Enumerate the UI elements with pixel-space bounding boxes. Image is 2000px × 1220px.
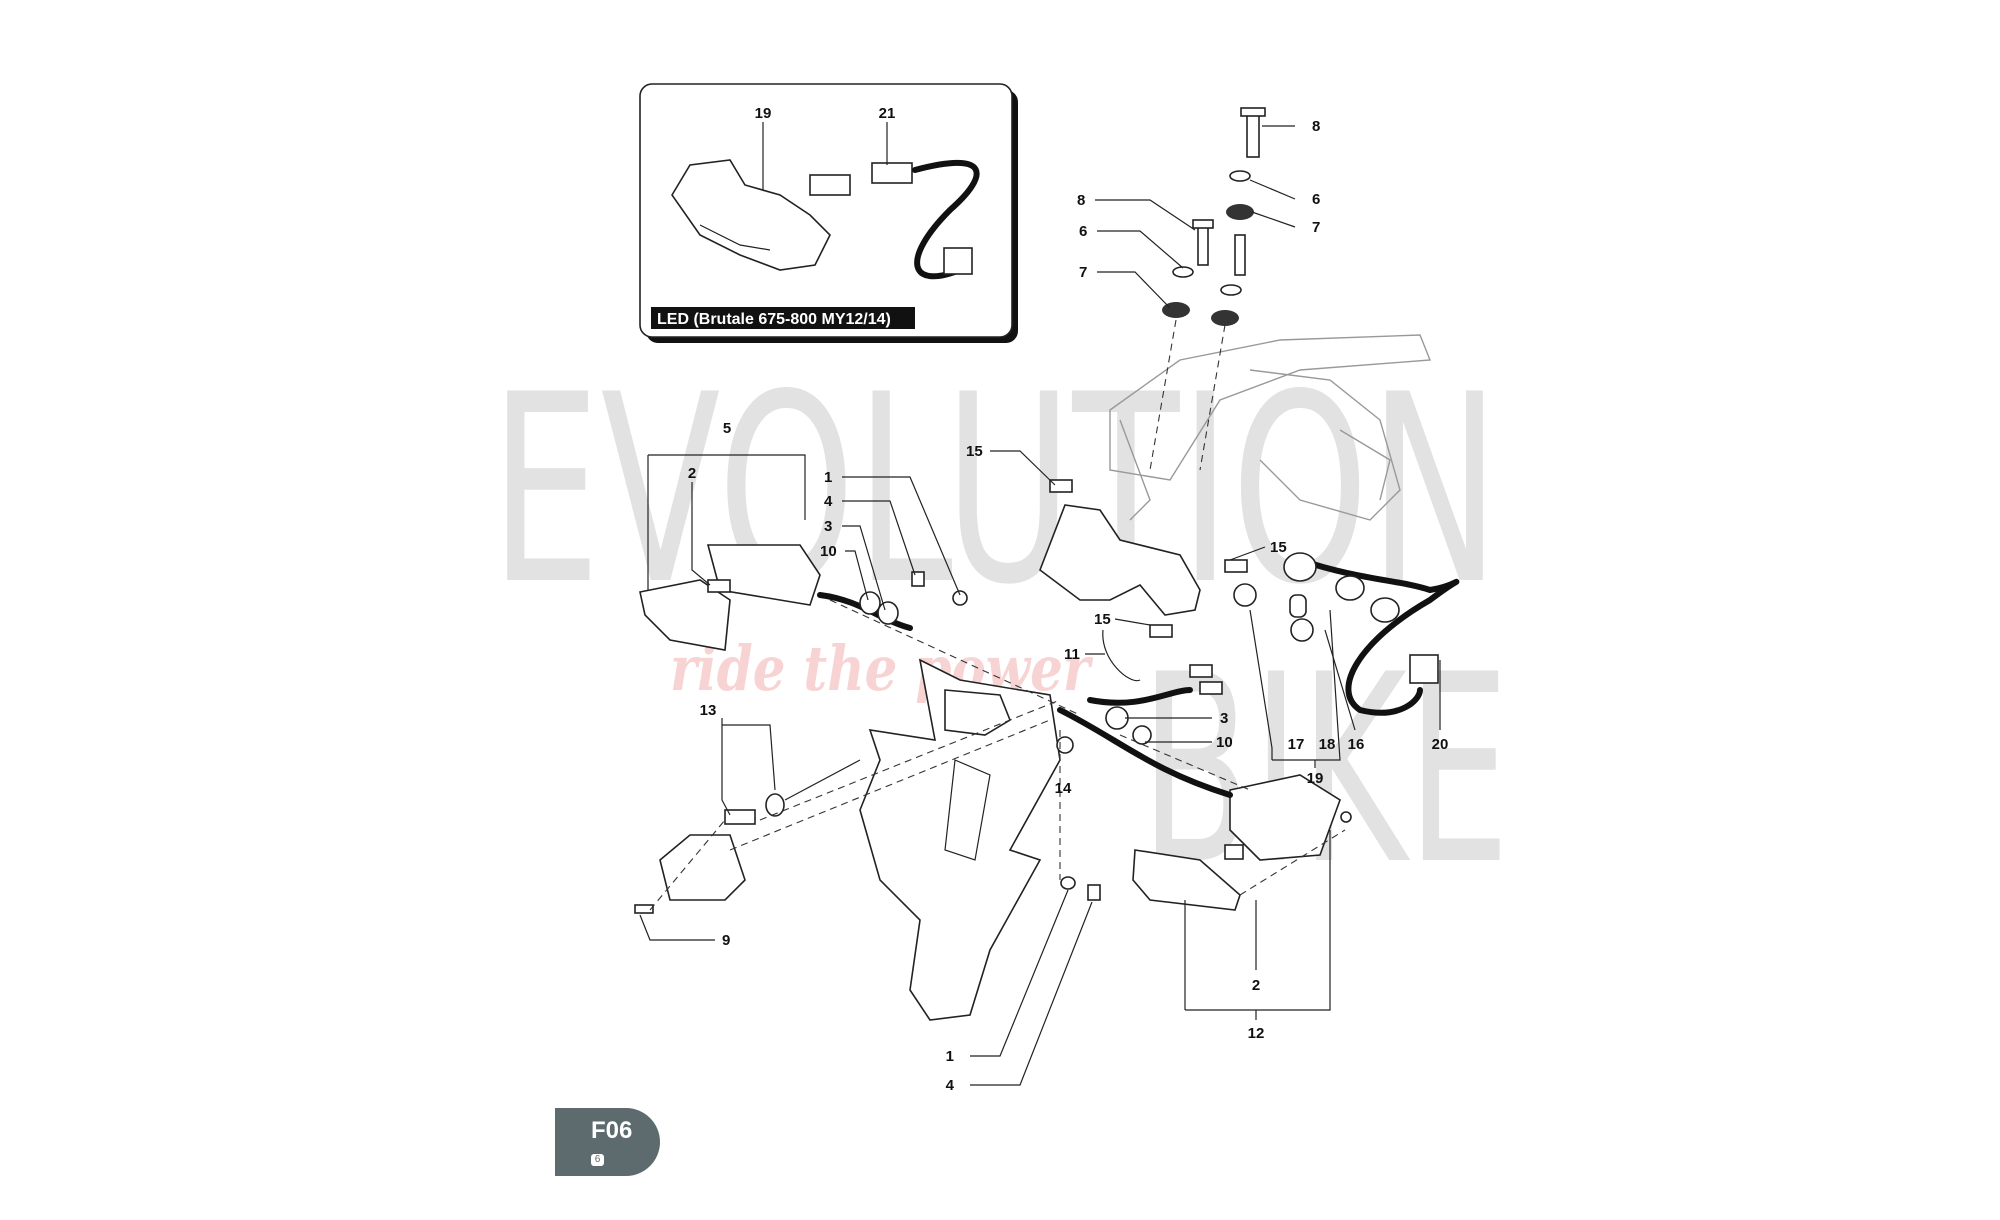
callout: 7 <box>1312 219 1320 236</box>
callout: 4 <box>946 1077 955 1094</box>
callout: 2 <box>688 465 696 482</box>
callout: 12 <box>1248 1025 1265 1042</box>
callout: 20 <box>1432 736 1449 753</box>
callout: 1 <box>824 469 832 486</box>
callout: 10 <box>820 543 837 560</box>
frame-drawing <box>1109 334 1432 521</box>
inset-callout-19: 19 <box>755 105 772 122</box>
callout: 6 <box>1312 191 1320 208</box>
connector-drawing <box>809 174 851 196</box>
callout: 2 <box>1252 977 1260 994</box>
callout: 7 <box>1079 264 1087 281</box>
inset-callout-21: 21 <box>879 105 896 122</box>
bolts-top <box>1149 107 1266 471</box>
callout: 14 <box>1055 780 1072 797</box>
plug-drawing <box>943 247 973 275</box>
callout: 13 <box>700 702 717 719</box>
taillight-drawing <box>1039 504 1201 616</box>
inset-caption: LED (Brutale 675-800 MY12/14) <box>657 311 891 328</box>
callout: 17 <box>1288 736 1305 753</box>
left-indicator <box>639 544 968 651</box>
callout-labels: 8 6 7 8 6 7 5 2 1 4 3 10 15 15 15 11 3 1… <box>688 118 1449 1094</box>
callout: 15 <box>966 443 983 460</box>
led-taillight-drawing <box>671 159 831 271</box>
assembly-lines <box>649 599 1346 911</box>
callout: 9 <box>722 932 730 949</box>
callout: 18 <box>1319 736 1336 753</box>
led-inset: 19 21 LED (Brutale 675-800 MY12/14) <box>639 83 1018 343</box>
plate-light <box>634 759 861 914</box>
page-subcode: 6 <box>591 1154 604 1166</box>
callout: 19 <box>1307 770 1324 787</box>
leader-lines <box>639 125 1441 1086</box>
callout: 10 <box>1216 734 1233 751</box>
callout: 16 <box>1348 736 1365 753</box>
callout: 8 <box>1077 192 1085 209</box>
callout: 4 <box>824 493 833 510</box>
callout: 5 <box>723 420 731 437</box>
page-code: F06 <box>591 1117 633 1144</box>
right-indicator <box>1056 706 1352 911</box>
page-badge: F06 6 <box>555 1108 660 1176</box>
callout: 15 <box>1094 611 1111 628</box>
callout: 6 <box>1079 223 1087 240</box>
callout: 1 <box>946 1048 954 1065</box>
callout: 11 <box>1064 646 1080 663</box>
inset-caption-bg <box>651 307 915 329</box>
callout: 15 <box>1270 539 1287 556</box>
wiring-harness <box>1049 479 1460 716</box>
callout: 3 <box>1220 710 1228 727</box>
callout: 3 <box>824 518 832 535</box>
callout: 8 <box>1312 118 1320 135</box>
license-plate-holder-drawing <box>859 658 1061 1021</box>
